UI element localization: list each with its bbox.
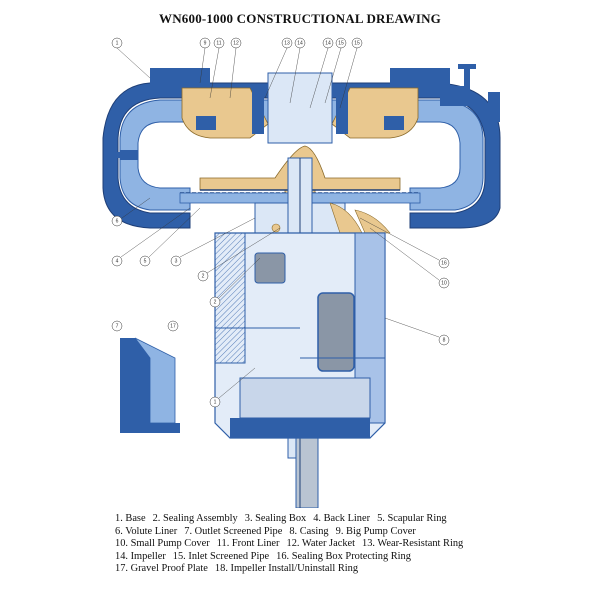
outlet-stub xyxy=(120,150,138,160)
constructional-drawing: 1 9 11 12 13 14 14 15 15 6 4 5 3 2 2 1 7 17 16 10 8 xyxy=(102,37,501,508)
legend-row: 17. Gravel Proof Plate 18. Impeller Insta… xyxy=(115,563,595,576)
svg-text:12: 12 xyxy=(233,40,239,46)
svg-text:3: 3 xyxy=(175,258,178,264)
svg-text:10: 10 xyxy=(441,280,447,286)
svg-text:13: 13 xyxy=(284,40,290,46)
svg-text:4: 4 xyxy=(116,258,119,264)
legend-item: 10. Small Pump Cover xyxy=(115,538,210,550)
inlet-pipe xyxy=(267,72,333,144)
svg-text:8: 8 xyxy=(443,337,446,343)
big-pump-cover xyxy=(150,68,210,86)
legend-row: 6. Volute Liner 7. Outlet Screened Pipe 8.… xyxy=(115,526,595,539)
gravel-proof-plate xyxy=(120,338,150,423)
legend-item: 8. Casing xyxy=(289,525,329,537)
legend-item: 16. Sealing Box Protecting Ring xyxy=(276,550,411,562)
parts-legend: 1. Base 2. Sealing Assembly 3. Sealing Box… xyxy=(115,513,595,576)
svg-text:1: 1 xyxy=(116,40,119,46)
svg-text:16: 16 xyxy=(441,260,447,266)
legend-item: 5. Scapular Ring xyxy=(377,513,447,524)
legend-row: 1. Base 2. Sealing Assembly 3. Sealing Box… xyxy=(115,513,595,526)
svg-text:5: 5 xyxy=(144,258,147,264)
legend-item: 7. Outlet Screened Pipe xyxy=(184,525,283,537)
legend-item: 6. Volute Liner xyxy=(115,525,178,537)
legend-item: 11. Front Liner xyxy=(216,538,280,550)
svg-text:11: 11 xyxy=(216,40,221,46)
legend-item: 9. Big Pump Cover xyxy=(335,525,416,537)
legend-row: 14. Impeller 15. Inlet Screened Pipe 16. S… xyxy=(115,551,595,564)
svg-text:15: 15 xyxy=(338,40,344,46)
legend-item: 13. Wear-Resistant Ring xyxy=(362,538,464,550)
legend-row: 10. Small Pump Cover 11. Front Liner 12. W… xyxy=(115,538,595,551)
legend-item: 15. Inlet Screened Pipe xyxy=(172,550,270,562)
svg-text:2: 2 xyxy=(202,273,205,279)
svg-text:1: 1 xyxy=(214,399,217,405)
legend-item: 18. Impeller Install/Uninstall Ring xyxy=(214,563,359,575)
legend-item: 2. Sealing Assembly xyxy=(152,513,238,524)
legend-item: 12. Water Jacket xyxy=(286,538,356,550)
svg-text:6: 6 xyxy=(116,218,119,224)
svg-text:2: 2 xyxy=(214,299,217,305)
svg-text:9: 9 xyxy=(204,40,207,46)
svg-text:17: 17 xyxy=(170,323,176,329)
legend-item: 17. Gravel Proof Plate xyxy=(115,563,208,575)
svg-text:14: 14 xyxy=(297,40,303,46)
drawing-title: WN600-1000 CONSTRUCTIONAL DREAWING xyxy=(159,11,441,26)
legend-item: 14. Impeller xyxy=(115,550,166,562)
legend-item: 4. Back Liner xyxy=(313,513,371,524)
svg-text:15: 15 xyxy=(354,40,360,46)
svg-text:14: 14 xyxy=(325,40,331,46)
legend-item: 3. Sealing Box xyxy=(244,513,307,524)
legend-item: 1. Base xyxy=(115,513,146,524)
svg-text:7: 7 xyxy=(116,323,119,329)
